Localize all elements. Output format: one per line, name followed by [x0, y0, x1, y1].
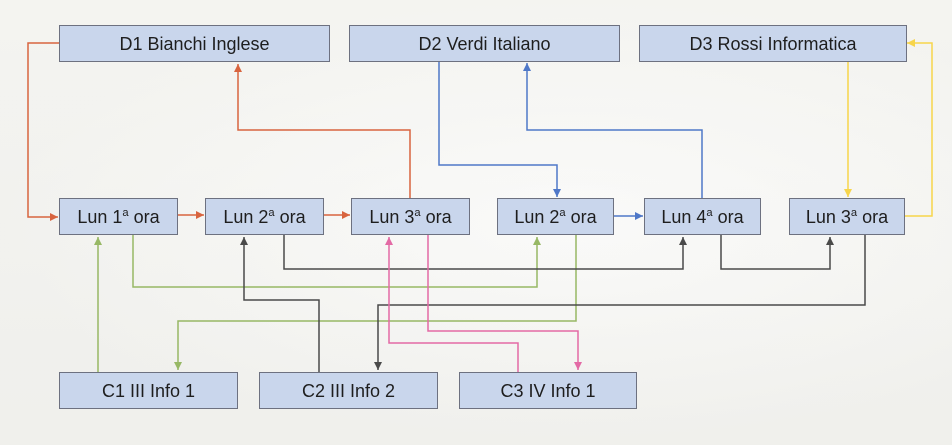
teacher-node-d3-label: D3 Rossi Informatica: [689, 33, 857, 54]
class-node-c1-label: C1 III Info 1: [101, 380, 196, 401]
yellow-connector-lun3-to-d3: [905, 39, 933, 217]
slot-node-lun-2-ora-b-label: Lun 2a ora: [514, 206, 597, 227]
teacher-node-d2-label: D2 Verdi Italiano: [418, 33, 551, 54]
dark-connector-lun4-to-lun3b: [720, 235, 834, 270]
teacher-node-d3: D3 Rossi Informatica: [639, 25, 907, 62]
teacher-node-d1-label: D1 Bianchi Inglese: [119, 33, 270, 54]
dark-connector-lun2-to-lun4: [283, 235, 687, 270]
class-node-c3: C3 IV Info 1: [459, 372, 637, 409]
slot-node-lun-1-ora-label: Lun 1a ora: [77, 206, 160, 227]
red-connector-lun3-to-d1: [234, 64, 411, 198]
slot-node-lun-3-ora-b: Lun 3a ora: [789, 198, 905, 235]
pink-connector-c3-to-lun3: [385, 237, 519, 372]
blue-connector-d2-to-lun2: [438, 61, 561, 197]
red-connector-d1-to-lun1: [27, 42, 59, 221]
dark-connector-lun3b-to-c2: [374, 235, 866, 370]
class-node-c2-label: C2 III Info 2: [301, 380, 396, 401]
slot-node-lun-4-ora: Lun 4a ora: [644, 198, 761, 235]
slot-node-lun-1-ora: Lun 1a ora: [59, 198, 178, 235]
green-connector-lun2b-to-c1: [174, 235, 577, 370]
slot-node-lun-2-ora-b: Lun 2a ora: [497, 198, 614, 235]
teacher-node-d2: D2 Verdi Italiano: [349, 25, 620, 62]
blue-connector-lun4-to-d2: [523, 63, 703, 198]
slot-node-lun-2-ora: Lun 2a ora: [205, 198, 324, 235]
slot-node-lun-3-ora: Lun 3a ora: [351, 198, 470, 235]
dark-connector-c2-to-lun2: [240, 237, 320, 372]
teacher-node-d1: D1 Bianchi Inglese: [59, 25, 330, 62]
slot-node-lun-3-ora-b-label: Lun 3a ora: [805, 206, 889, 227]
class-node-c1: C1 III Info 1: [59, 372, 238, 409]
class-node-c2: C2 III Info 2: [259, 372, 438, 409]
green-connector-lun1-to-lun2b: [132, 235, 541, 288]
slot-node-lun-3-ora-label: Lun 3a ora: [369, 206, 452, 227]
slot-node-lun-4-ora-label: Lun 4a ora: [661, 206, 744, 227]
pink-connector-lun3-to-c3: [427, 235, 582, 370]
class-node-c3-label: C3 IV Info 1: [500, 380, 596, 401]
slot-node-lun-2-ora-label: Lun 2a ora: [223, 206, 306, 227]
